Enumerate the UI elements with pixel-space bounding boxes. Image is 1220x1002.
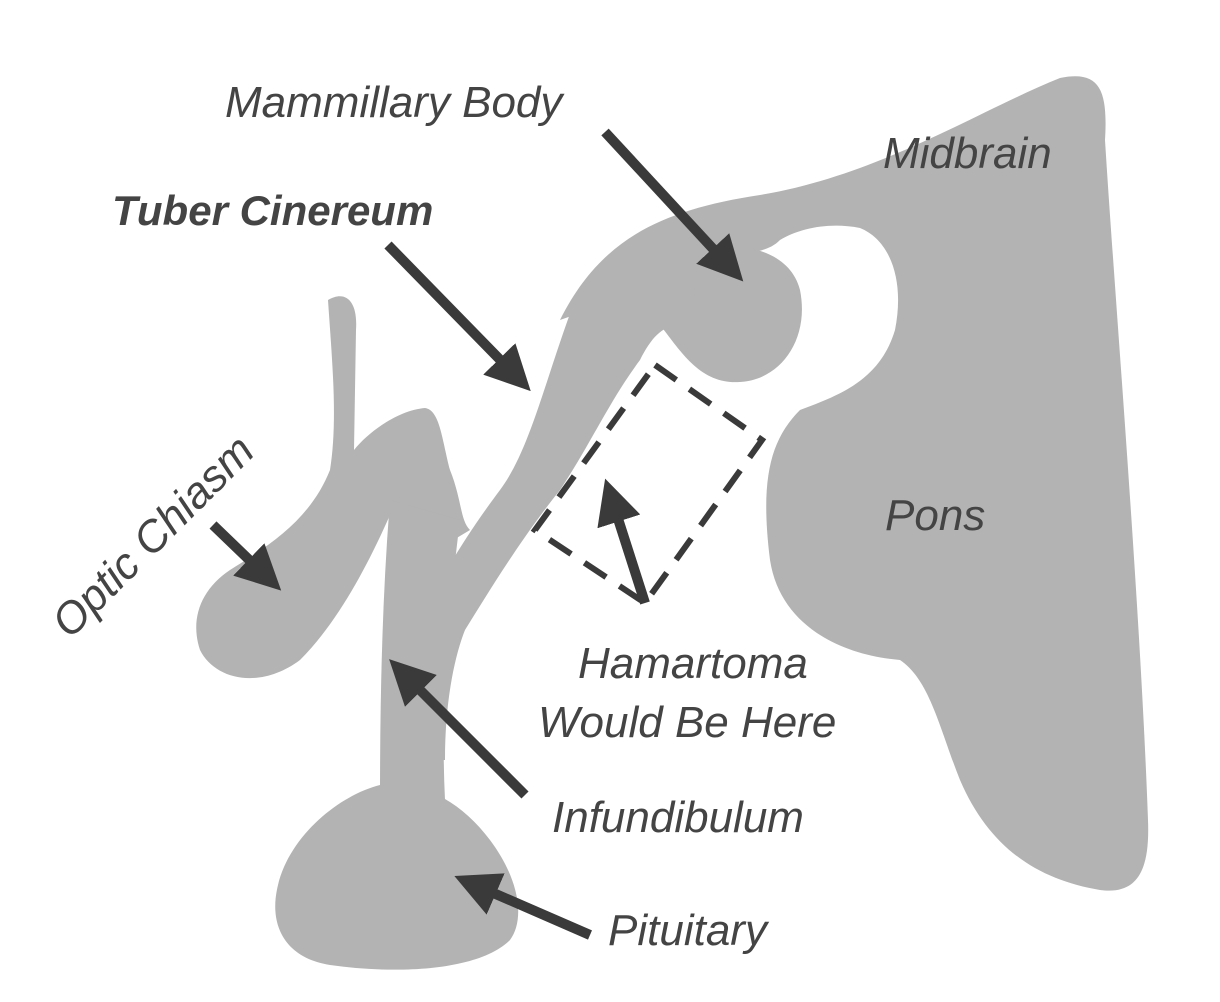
- midbrain-label: Midbrain: [883, 129, 1052, 178]
- hamartoma-label-line2: Would Be Here: [538, 698, 836, 747]
- hamartoma-label-line1: Hamartoma: [578, 639, 808, 688]
- pituitary-label: Pituitary: [608, 906, 770, 955]
- optic-chiasm-arrow: [209, 521, 282, 591]
- hamartoma-region: [530, 360, 767, 608]
- tuber-cinereum-arrow: [384, 241, 531, 392]
- hamartoma-arrow: [597, 478, 650, 605]
- pituitary-shape: [275, 784, 519, 970]
- mammillary-body-arrow: [601, 128, 744, 282]
- pituitary-arrow: [454, 873, 592, 940]
- brainstem-shape: [560, 76, 1149, 891]
- tuber-cinereum-shape: [403, 242, 700, 760]
- infundibulum-arrow: [389, 659, 529, 799]
- tuber-cinereum-label: Tuber Cinereum: [112, 187, 433, 234]
- infundibulum-shape: [380, 500, 460, 800]
- mammillary-body-label: Mammillary Body: [225, 78, 565, 127]
- pons-label: Pons: [885, 491, 985, 540]
- infundibulum-label: Infundibulum: [552, 793, 804, 842]
